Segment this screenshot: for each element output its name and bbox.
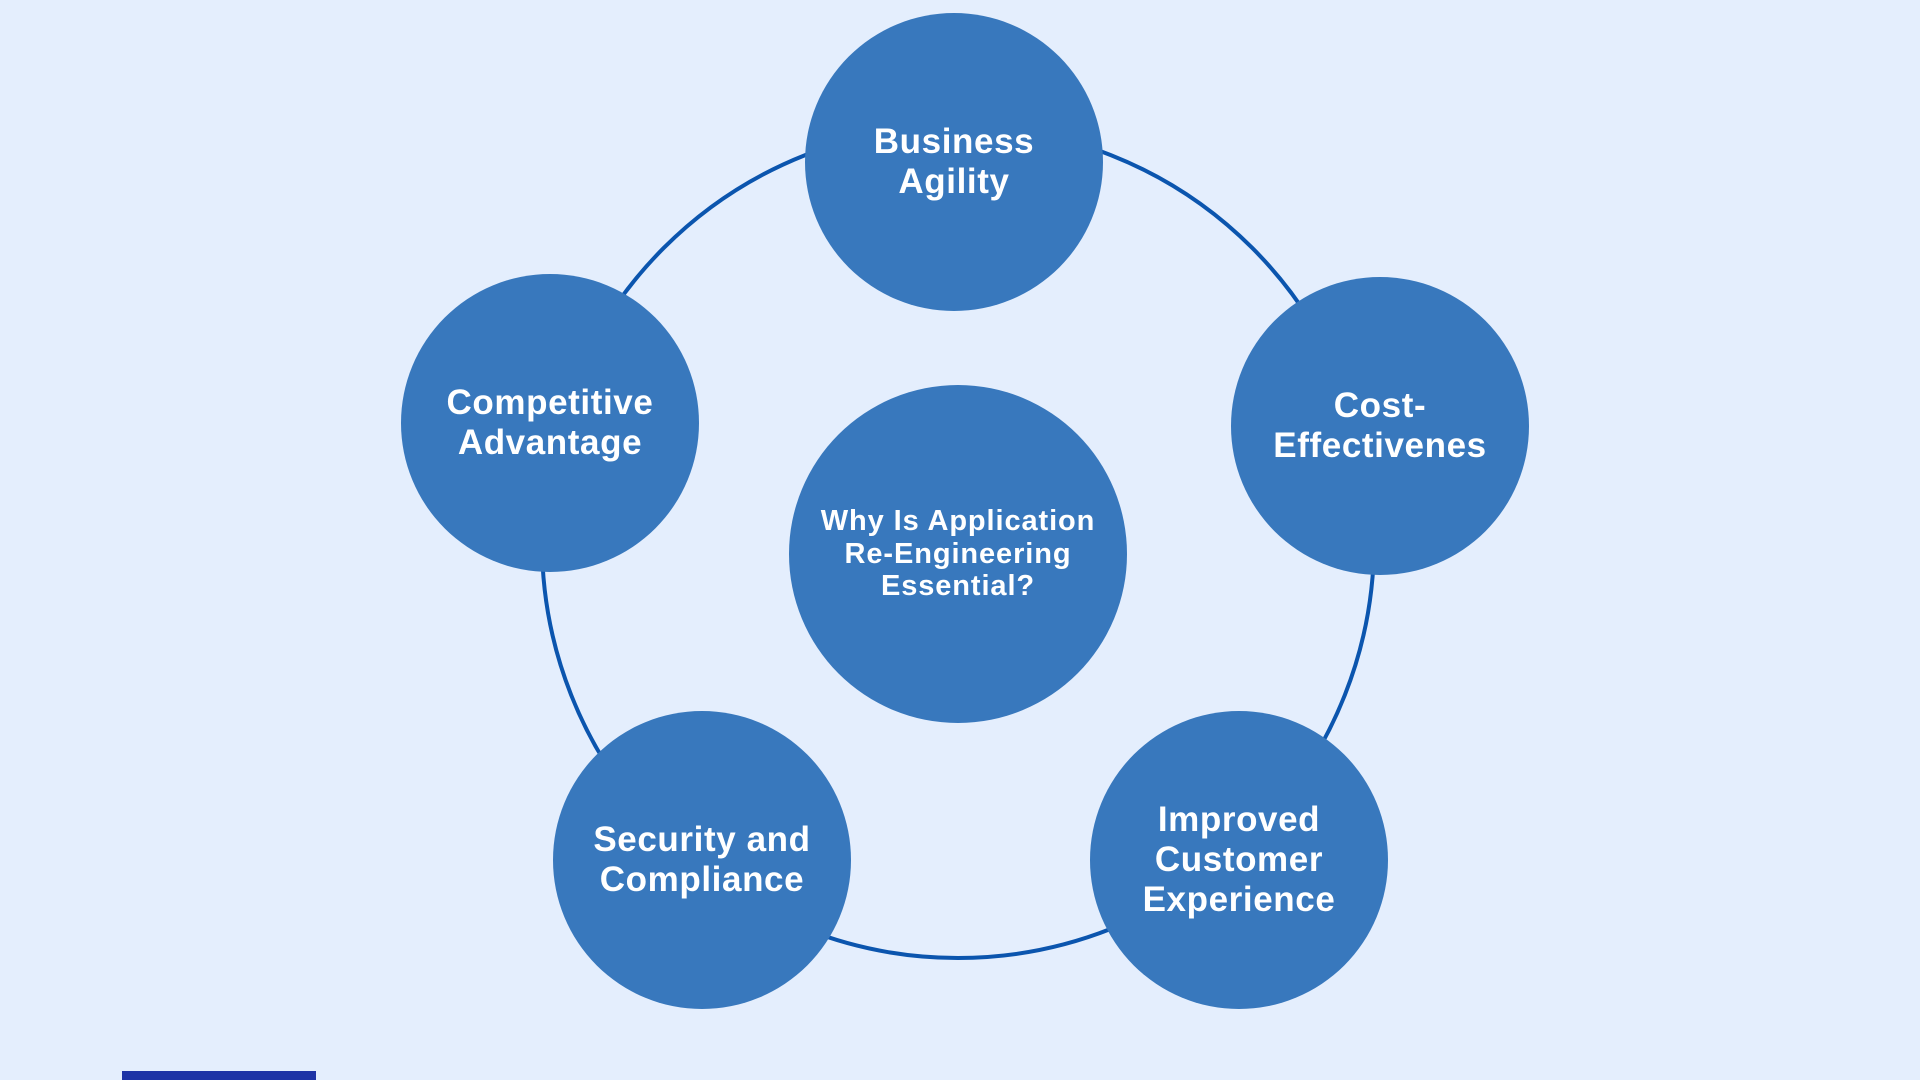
center-node-label: Why Is Application Re-Engineering Essent… [820,505,1096,603]
node-competitive-advantage-label: Competitive Advantage [446,382,654,462]
bottom-edge-artifact [122,1071,316,1080]
node-cost-effectivenes-label: Cost- Effectivenes [1273,385,1487,465]
node-competitive-advantage: Competitive Advantage [401,274,699,572]
node-business-agility: Business Agility [805,13,1103,311]
node-improved-customer-experience-label: Improved Customer Experience [1142,799,1336,920]
node-improved-customer-experience: Improved Customer Experience [1090,711,1388,1009]
center-node: Why Is Application Re-Engineering Essent… [789,385,1127,723]
node-security-and-compliance-label: Security and Compliance [593,819,811,899]
node-security-and-compliance: Security and Compliance [553,711,851,1009]
node-cost-effectivenes: Cost- Effectivenes [1231,277,1529,575]
node-business-agility-label: Business Agility [873,121,1035,201]
